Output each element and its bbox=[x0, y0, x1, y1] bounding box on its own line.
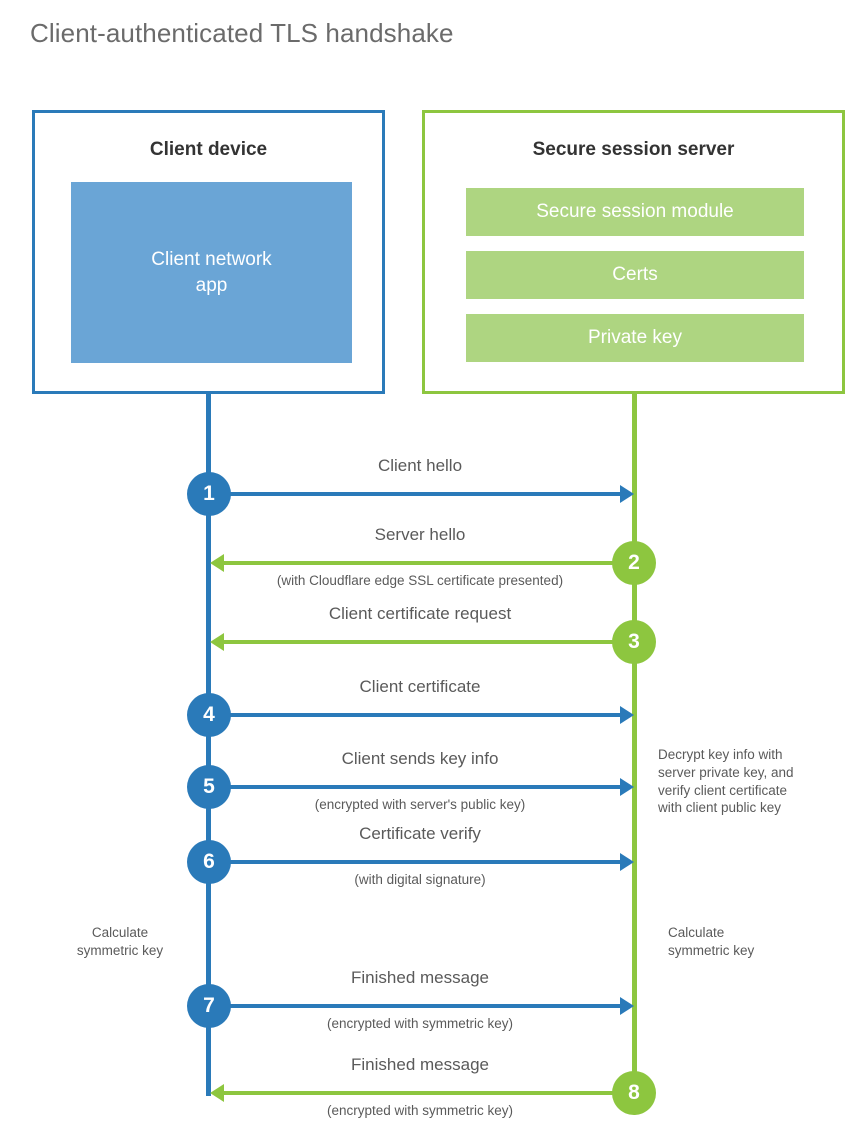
step-3-arrow-line bbox=[224, 640, 634, 644]
secure-session-server-box: Secure session server Secure session mod… bbox=[422, 110, 845, 394]
step-7-arrow-head-right-icon bbox=[620, 997, 634, 1015]
step-6-arrow-line bbox=[209, 860, 624, 864]
client-network-app-block: Client network app bbox=[71, 182, 352, 363]
server-calculate-symmetric-key-line2: symmetric key bbox=[668, 942, 755, 958]
step-8-arrow-head-left-icon bbox=[210, 1084, 224, 1102]
server-block-private-key: Private key bbox=[466, 314, 804, 362]
server-decrypt-note-line2: server private key, and bbox=[658, 764, 794, 780]
step-6-label: Certificate verify bbox=[359, 824, 481, 843]
step-6-sublabel: (with digital signature) bbox=[354, 872, 486, 887]
client-calculate-symmetric-key-line2: symmetric key bbox=[76, 942, 164, 958]
step-8-badge: 8 bbox=[612, 1071, 656, 1115]
step-8-label: Finished message bbox=[351, 1055, 489, 1074]
step-1-arrow-line bbox=[209, 492, 624, 496]
step-5-arrow-line bbox=[209, 785, 624, 789]
server-block-secure-session-module: Secure session module bbox=[466, 188, 804, 236]
step-3-arrow-head-left-icon bbox=[210, 633, 224, 651]
step-5-label: Client sends key info bbox=[341, 749, 499, 768]
client-network-app-label-line1: Client network bbox=[151, 248, 272, 270]
server-decrypt-note-line4: with client public key bbox=[658, 800, 782, 816]
step-3-label: Client certificate request bbox=[328, 604, 512, 623]
step-4-badge: 4 bbox=[187, 693, 231, 737]
server-decrypt-note-line1: Decrypt key info with bbox=[658, 747, 783, 762]
step-7-badge: 7 bbox=[187, 984, 231, 1028]
client-lifeline bbox=[206, 394, 211, 1096]
client-calculate-symmetric-key-line1: Calculate bbox=[91, 925, 149, 940]
step-7-sublabel: (encrypted with symmetric key) bbox=[326, 1016, 514, 1031]
step-2-label: Server hello bbox=[374, 525, 466, 544]
step-2-sublabel: (with Cloudflare edge SSL certificate pr… bbox=[276, 573, 564, 588]
secure-session-server-title: Secure session server bbox=[532, 139, 735, 160]
step-3-badge: 3 bbox=[612, 620, 656, 664]
client-device-title: Client device bbox=[149, 139, 268, 160]
step-4-arrow-line bbox=[209, 713, 624, 717]
step-4-label: Client certificate bbox=[359, 677, 481, 696]
server-calculate-symmetric-key-note: Calculate symmetric key bbox=[668, 924, 828, 960]
step-5-badge: 5 bbox=[187, 765, 231, 809]
step-2-badge: 2 bbox=[612, 541, 656, 585]
server-decrypt-note: Decrypt key info with server private key… bbox=[658, 746, 848, 817]
client-network-app-label: Client network app bbox=[151, 247, 271, 298]
step-2-arrow-line bbox=[224, 561, 634, 565]
step-7-label: Finished message bbox=[351, 968, 489, 987]
client-network-app-label-line2: app bbox=[195, 274, 228, 296]
step-1-label: Client hello bbox=[377, 456, 463, 475]
step-5-sublabel: (encrypted with server's public key) bbox=[314, 797, 526, 812]
step-2-arrow-head-left-icon bbox=[210, 554, 224, 572]
client-calculate-symmetric-key-note: Calculate symmetric key bbox=[45, 924, 195, 960]
page-title: Client-authenticated TLS handshake bbox=[30, 18, 454, 48]
step-5-arrow-head-right-icon bbox=[620, 778, 634, 796]
server-decrypt-note-line3: verify client certificate bbox=[658, 782, 788, 798]
client-device-box: Client device Client network app bbox=[32, 110, 385, 394]
step-4-arrow-head-right-icon bbox=[620, 706, 634, 724]
server-calculate-symmetric-key-line1: Calculate bbox=[668, 925, 725, 940]
server-lifeline bbox=[632, 394, 637, 1094]
step-8-sublabel: (encrypted with symmetric key) bbox=[326, 1103, 514, 1118]
server-block-certs: Certs bbox=[466, 251, 804, 299]
step-8-arrow-line bbox=[224, 1091, 634, 1095]
step-1-badge: 1 bbox=[187, 472, 231, 516]
step-7-arrow-line bbox=[209, 1004, 624, 1008]
step-6-badge: 6 bbox=[187, 840, 231, 884]
step-1-arrow-head-right-icon bbox=[620, 485, 634, 503]
step-6-arrow-head-right-icon bbox=[620, 853, 634, 871]
